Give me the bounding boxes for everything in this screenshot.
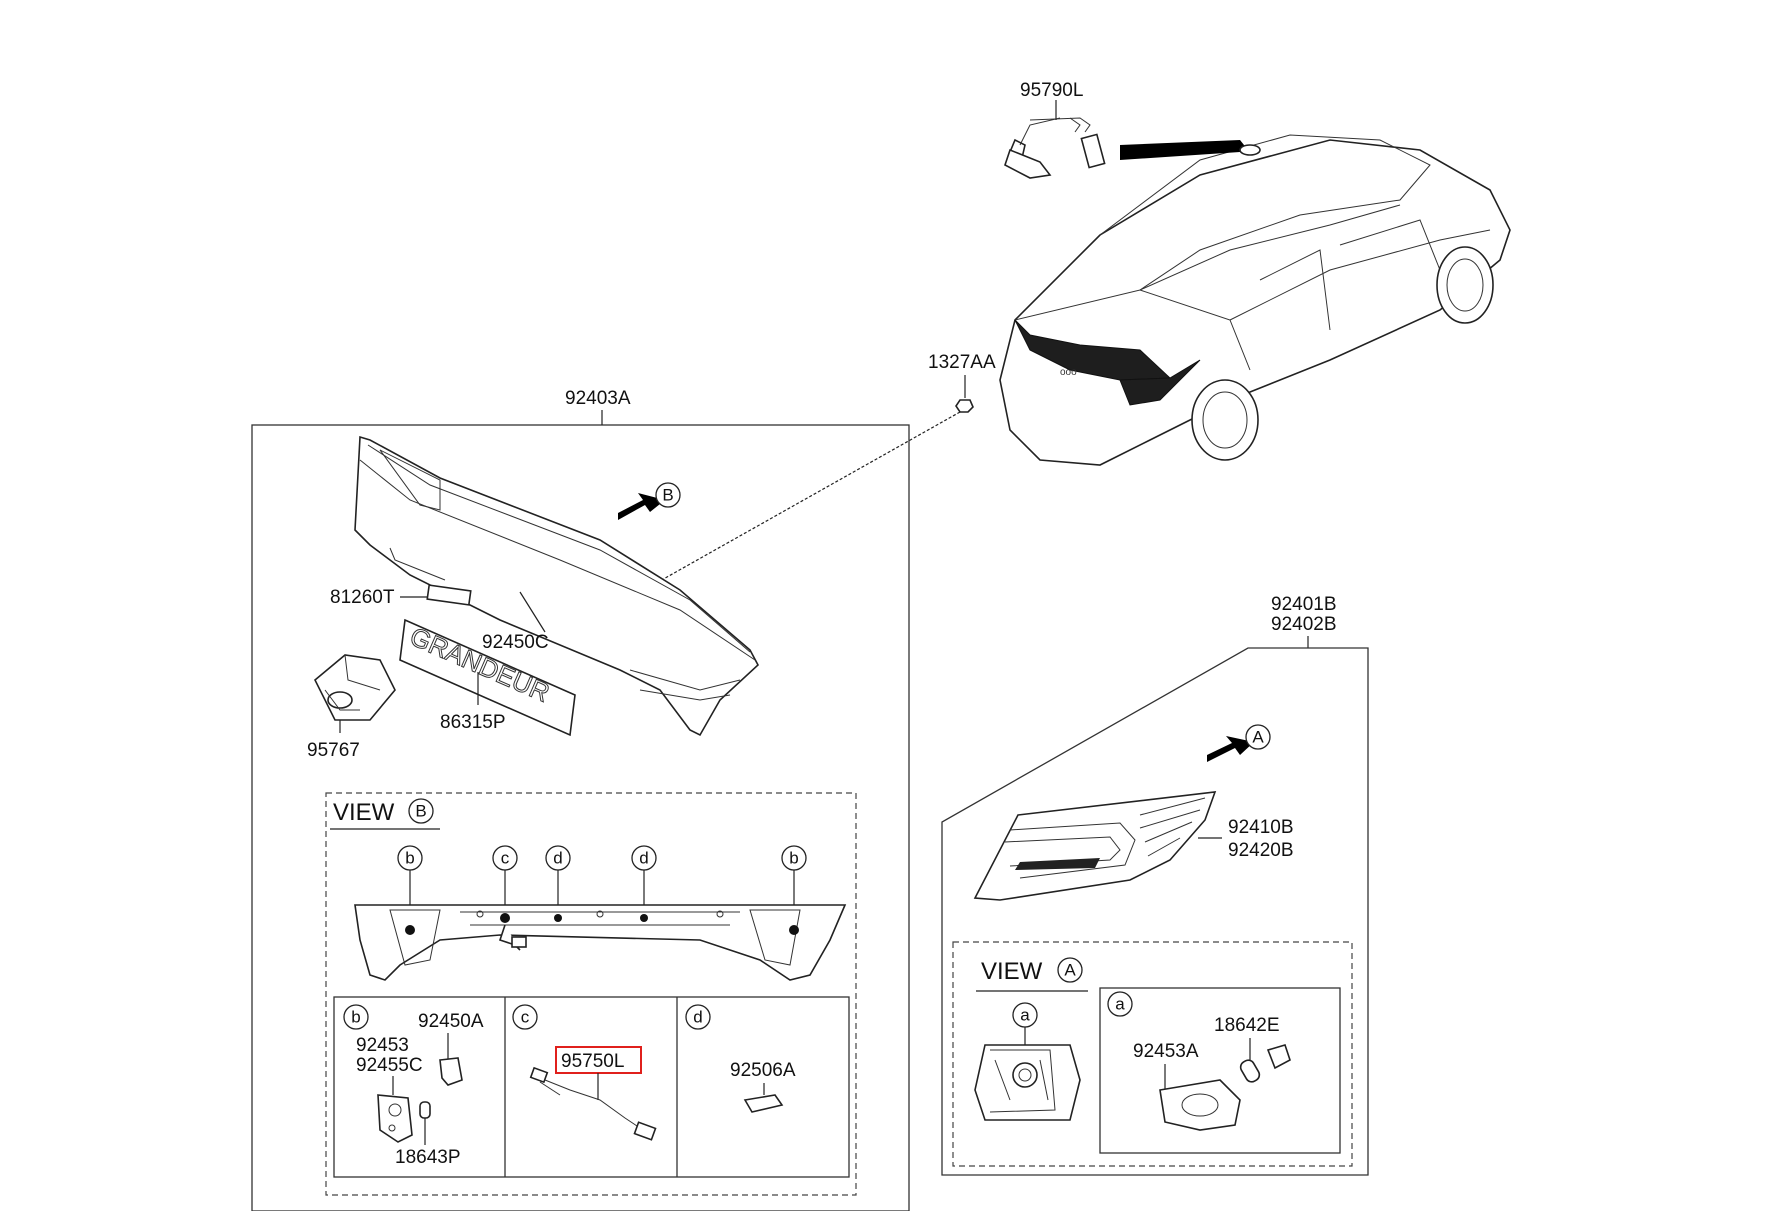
label-92450A: 92450A: [418, 1011, 484, 1032]
part-92453A-plate: [1159, 1064, 1241, 1131]
tail-lamp-rear-view: [974, 1044, 1081, 1121]
nut-1327AA: [955, 399, 974, 413]
callout-A: A: [1252, 728, 1264, 747]
label-92401B: 92401B: [1271, 594, 1337, 615]
label-1327AA: 1327AA: [928, 352, 996, 373]
callout-d-left: d: [553, 849, 562, 868]
part-18642E-bulb: [1239, 1038, 1291, 1083]
label-81260T: 81260T: [330, 587, 395, 608]
view-a-arrow: [1207, 736, 1254, 762]
view-b-box: [325, 792, 857, 1196]
part-92450A-socket: [439, 1033, 463, 1086]
view-b-word: VIEW: [333, 799, 395, 826]
tail-lamp-92410B: [973, 791, 1217, 901]
callout-c: c: [501, 849, 510, 868]
label-18642E: 18642E: [1214, 1015, 1280, 1036]
label-86315P: 86315P: [440, 712, 506, 733]
part-81260T: [389, 547, 472, 606]
label-18643P: 18643P: [395, 1147, 461, 1168]
part-92453-plate: [377, 1076, 413, 1143]
callout-b-left: b: [405, 849, 414, 868]
view-b-letter: B: [415, 802, 426, 821]
view-b-ring: [408, 798, 434, 824]
label-92455C: 92455C: [356, 1055, 423, 1076]
label-92420B: 92420B: [1228, 840, 1294, 861]
location-arrow: [1120, 140, 1248, 160]
trunk-badge: ooo: [1060, 367, 1077, 378]
part-18643P-bulb: [419, 1101, 431, 1145]
label-92453A: 92453A: [1133, 1041, 1199, 1062]
garnish-92450C: [354, 435, 759, 737]
detail-d-letter: d: [693, 1008, 702, 1027]
label-92453: 92453: [356, 1035, 409, 1056]
part-95790L-wiring: [1004, 100, 1106, 179]
view-a-box: [952, 941, 1353, 1167]
view-b-arrow: [618, 493, 665, 520]
callout-d-right: d: [639, 849, 648, 868]
label-92402B: 92402B: [1271, 614, 1337, 635]
view-a-callout-a: a: [1020, 1006, 1030, 1025]
callout-b-right: b: [789, 849, 798, 868]
group-box-92401B: [941, 647, 1369, 1176]
label-92506A: 92506A: [730, 1060, 796, 1081]
view-a-letter: A: [1064, 961, 1076, 980]
garnish-rear-view: [354, 904, 847, 981]
detail-c-letter: c: [521, 1008, 530, 1027]
label-92403A: 92403A: [565, 388, 631, 409]
view-a-word: VIEW: [981, 958, 1043, 985]
label-95767: 95767: [307, 740, 360, 761]
callout-B: B: [662, 486, 673, 505]
group-box-92403A: [251, 424, 910, 1211]
label-95790L: 95790L: [1020, 80, 1083, 101]
car-illustration: ooo: [999, 134, 1511, 466]
detail-box-bcd: [333, 996, 850, 1178]
label-95750L: 95750L: [561, 1051, 624, 1072]
label-92410B: 92410B: [1228, 817, 1294, 838]
detail-a-letter: a: [1115, 995, 1125, 1014]
label-92450C: 92450C: [482, 632, 549, 653]
part-95750L-harness: [529, 1066, 657, 1141]
part-95767-camera: [314, 654, 396, 721]
detail-box-a: [1099, 987, 1341, 1154]
part-92506A-lamp: [743, 1094, 784, 1113]
detail-b-letter: b: [351, 1008, 360, 1027]
callout-B-ring: [655, 482, 681, 508]
